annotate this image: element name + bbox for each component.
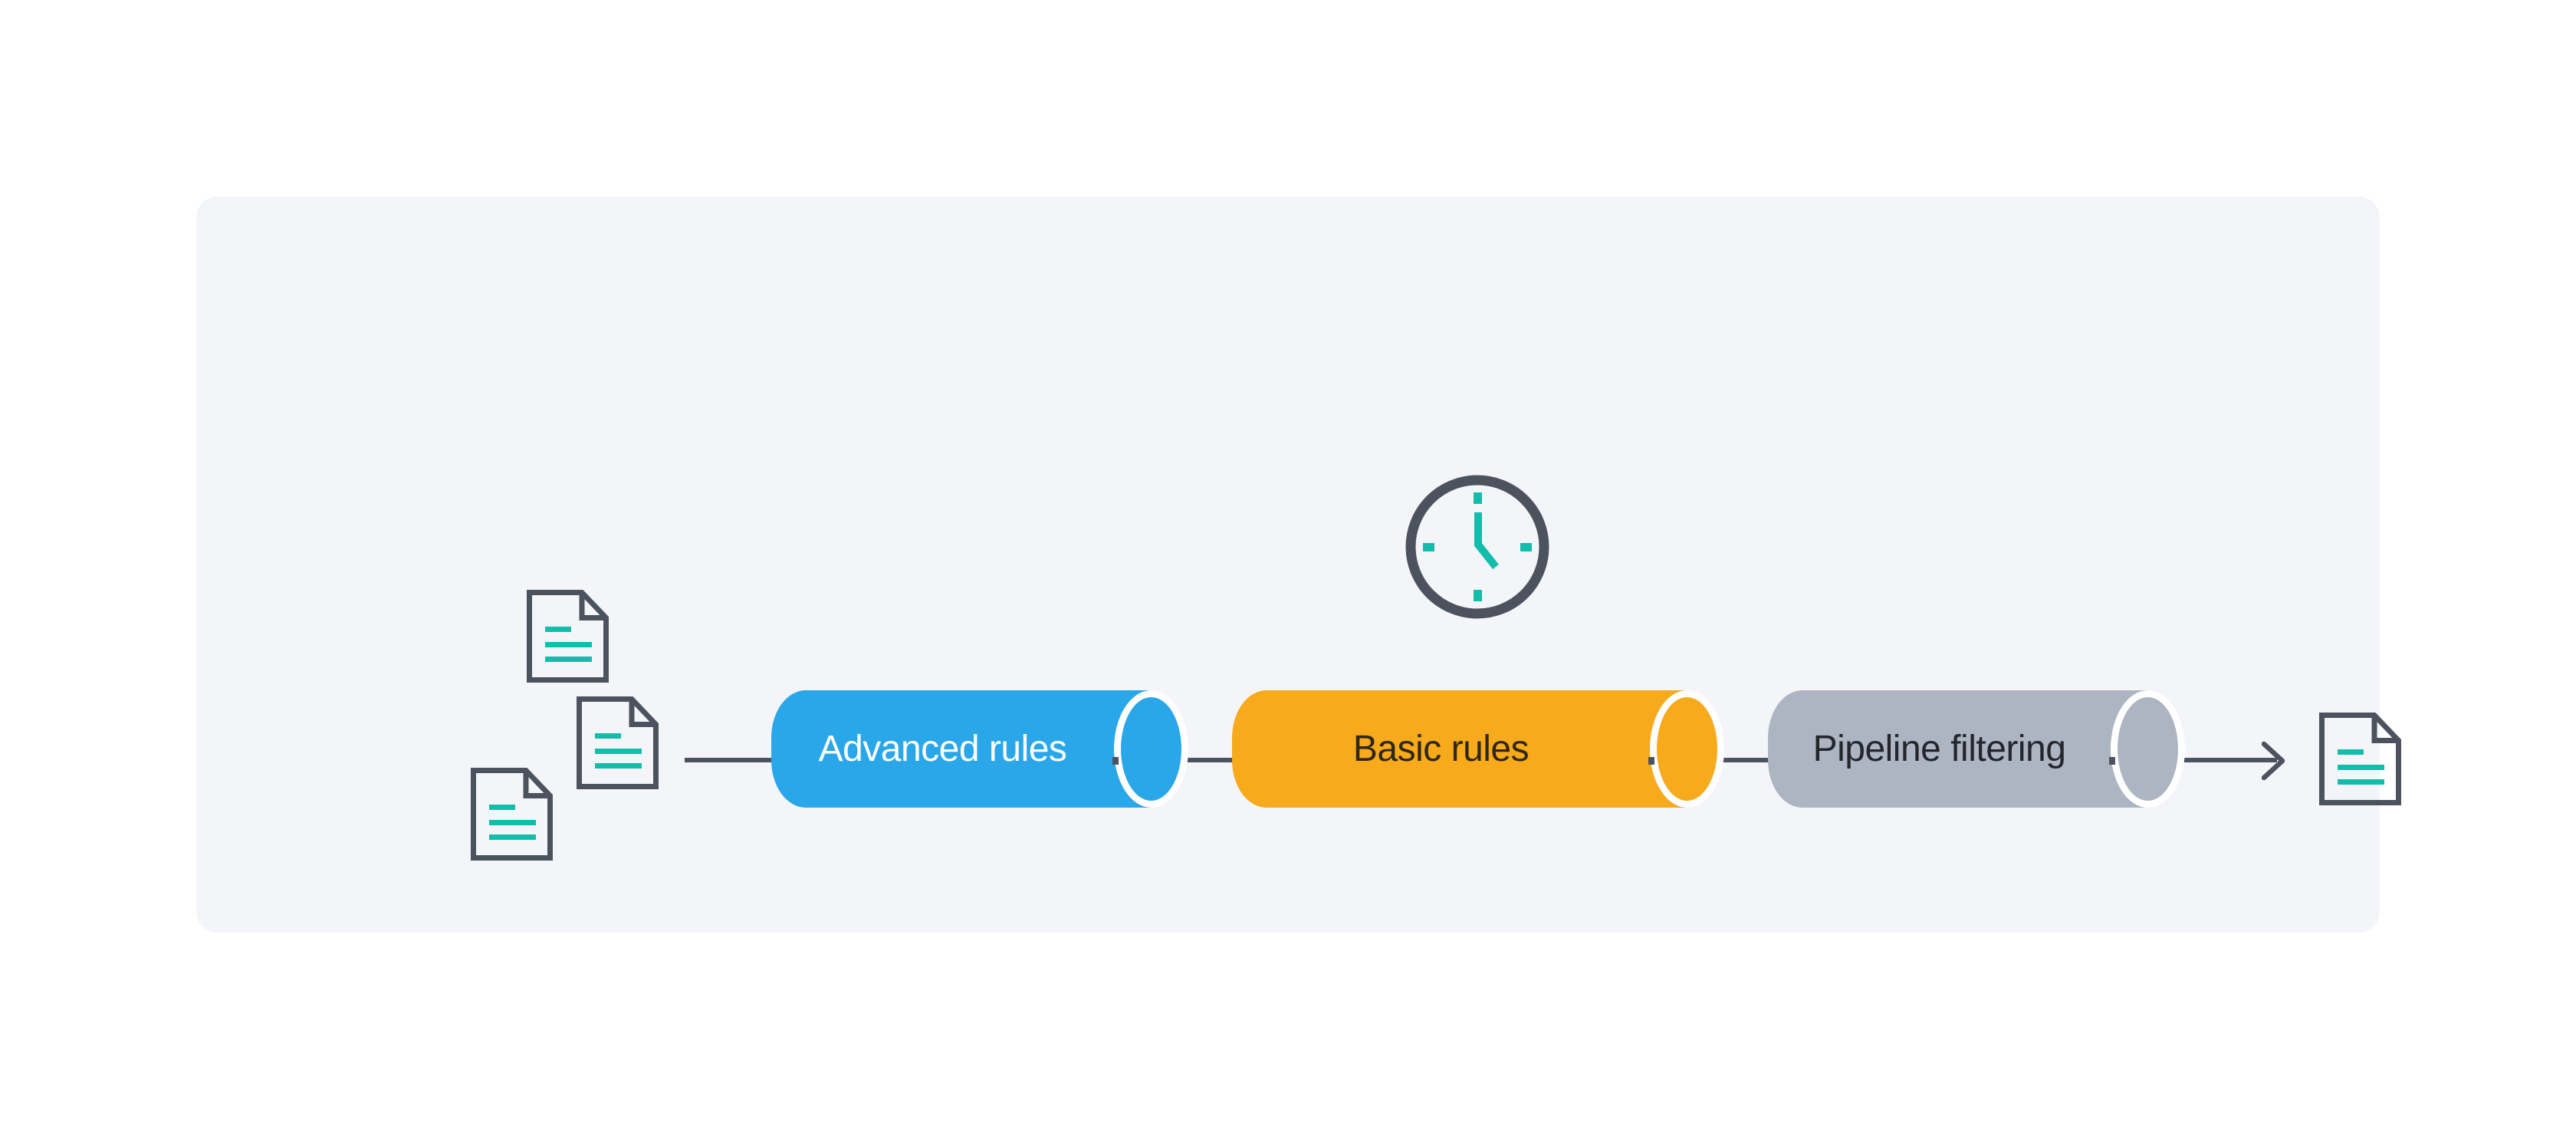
stage-pipeline-filtering: Pipeline filtering	[1768, 690, 2185, 808]
clock-icon	[1405, 475, 1549, 619]
stage-body	[1232, 690, 1687, 808]
clock-hands	[1474, 512, 1499, 570]
clock-tick-3	[1520, 543, 1532, 551]
diagram-panel: Advanced rules Basic rules Pipeline filt…	[196, 196, 2380, 933]
stage-label: Pipeline filtering	[1812, 729, 2066, 769]
document-icon	[577, 696, 659, 789]
stage-label: Advanced rules	[818, 729, 1067, 769]
stage-end-cap	[2111, 690, 2185, 808]
stage-end-cap	[1114, 690, 1188, 808]
stage-label: Basic rules	[1352, 729, 1530, 769]
connector-notch	[2109, 757, 2115, 765]
stage-advanced-rules: Advanced rules	[771, 690, 1188, 808]
stage-basic-rules: Basic rules	[1232, 690, 1724, 808]
stage-end-cap	[1650, 690, 1724, 808]
clock-face	[1405, 475, 1549, 619]
stage-body	[771, 690, 1152, 808]
clock-tick-12	[1474, 492, 1482, 504]
document-icon	[2319, 713, 2401, 805]
clock-tick-9	[1423, 543, 1434, 551]
document-icon	[471, 768, 553, 861]
clock-tick-6	[1474, 590, 1482, 601]
connector-notch	[1112, 757, 1119, 765]
connector-notch	[1648, 757, 1654, 765]
document-icon	[527, 590, 609, 683]
stage-body	[1768, 690, 2148, 808]
arrow-right-icon	[2262, 741, 2285, 781]
